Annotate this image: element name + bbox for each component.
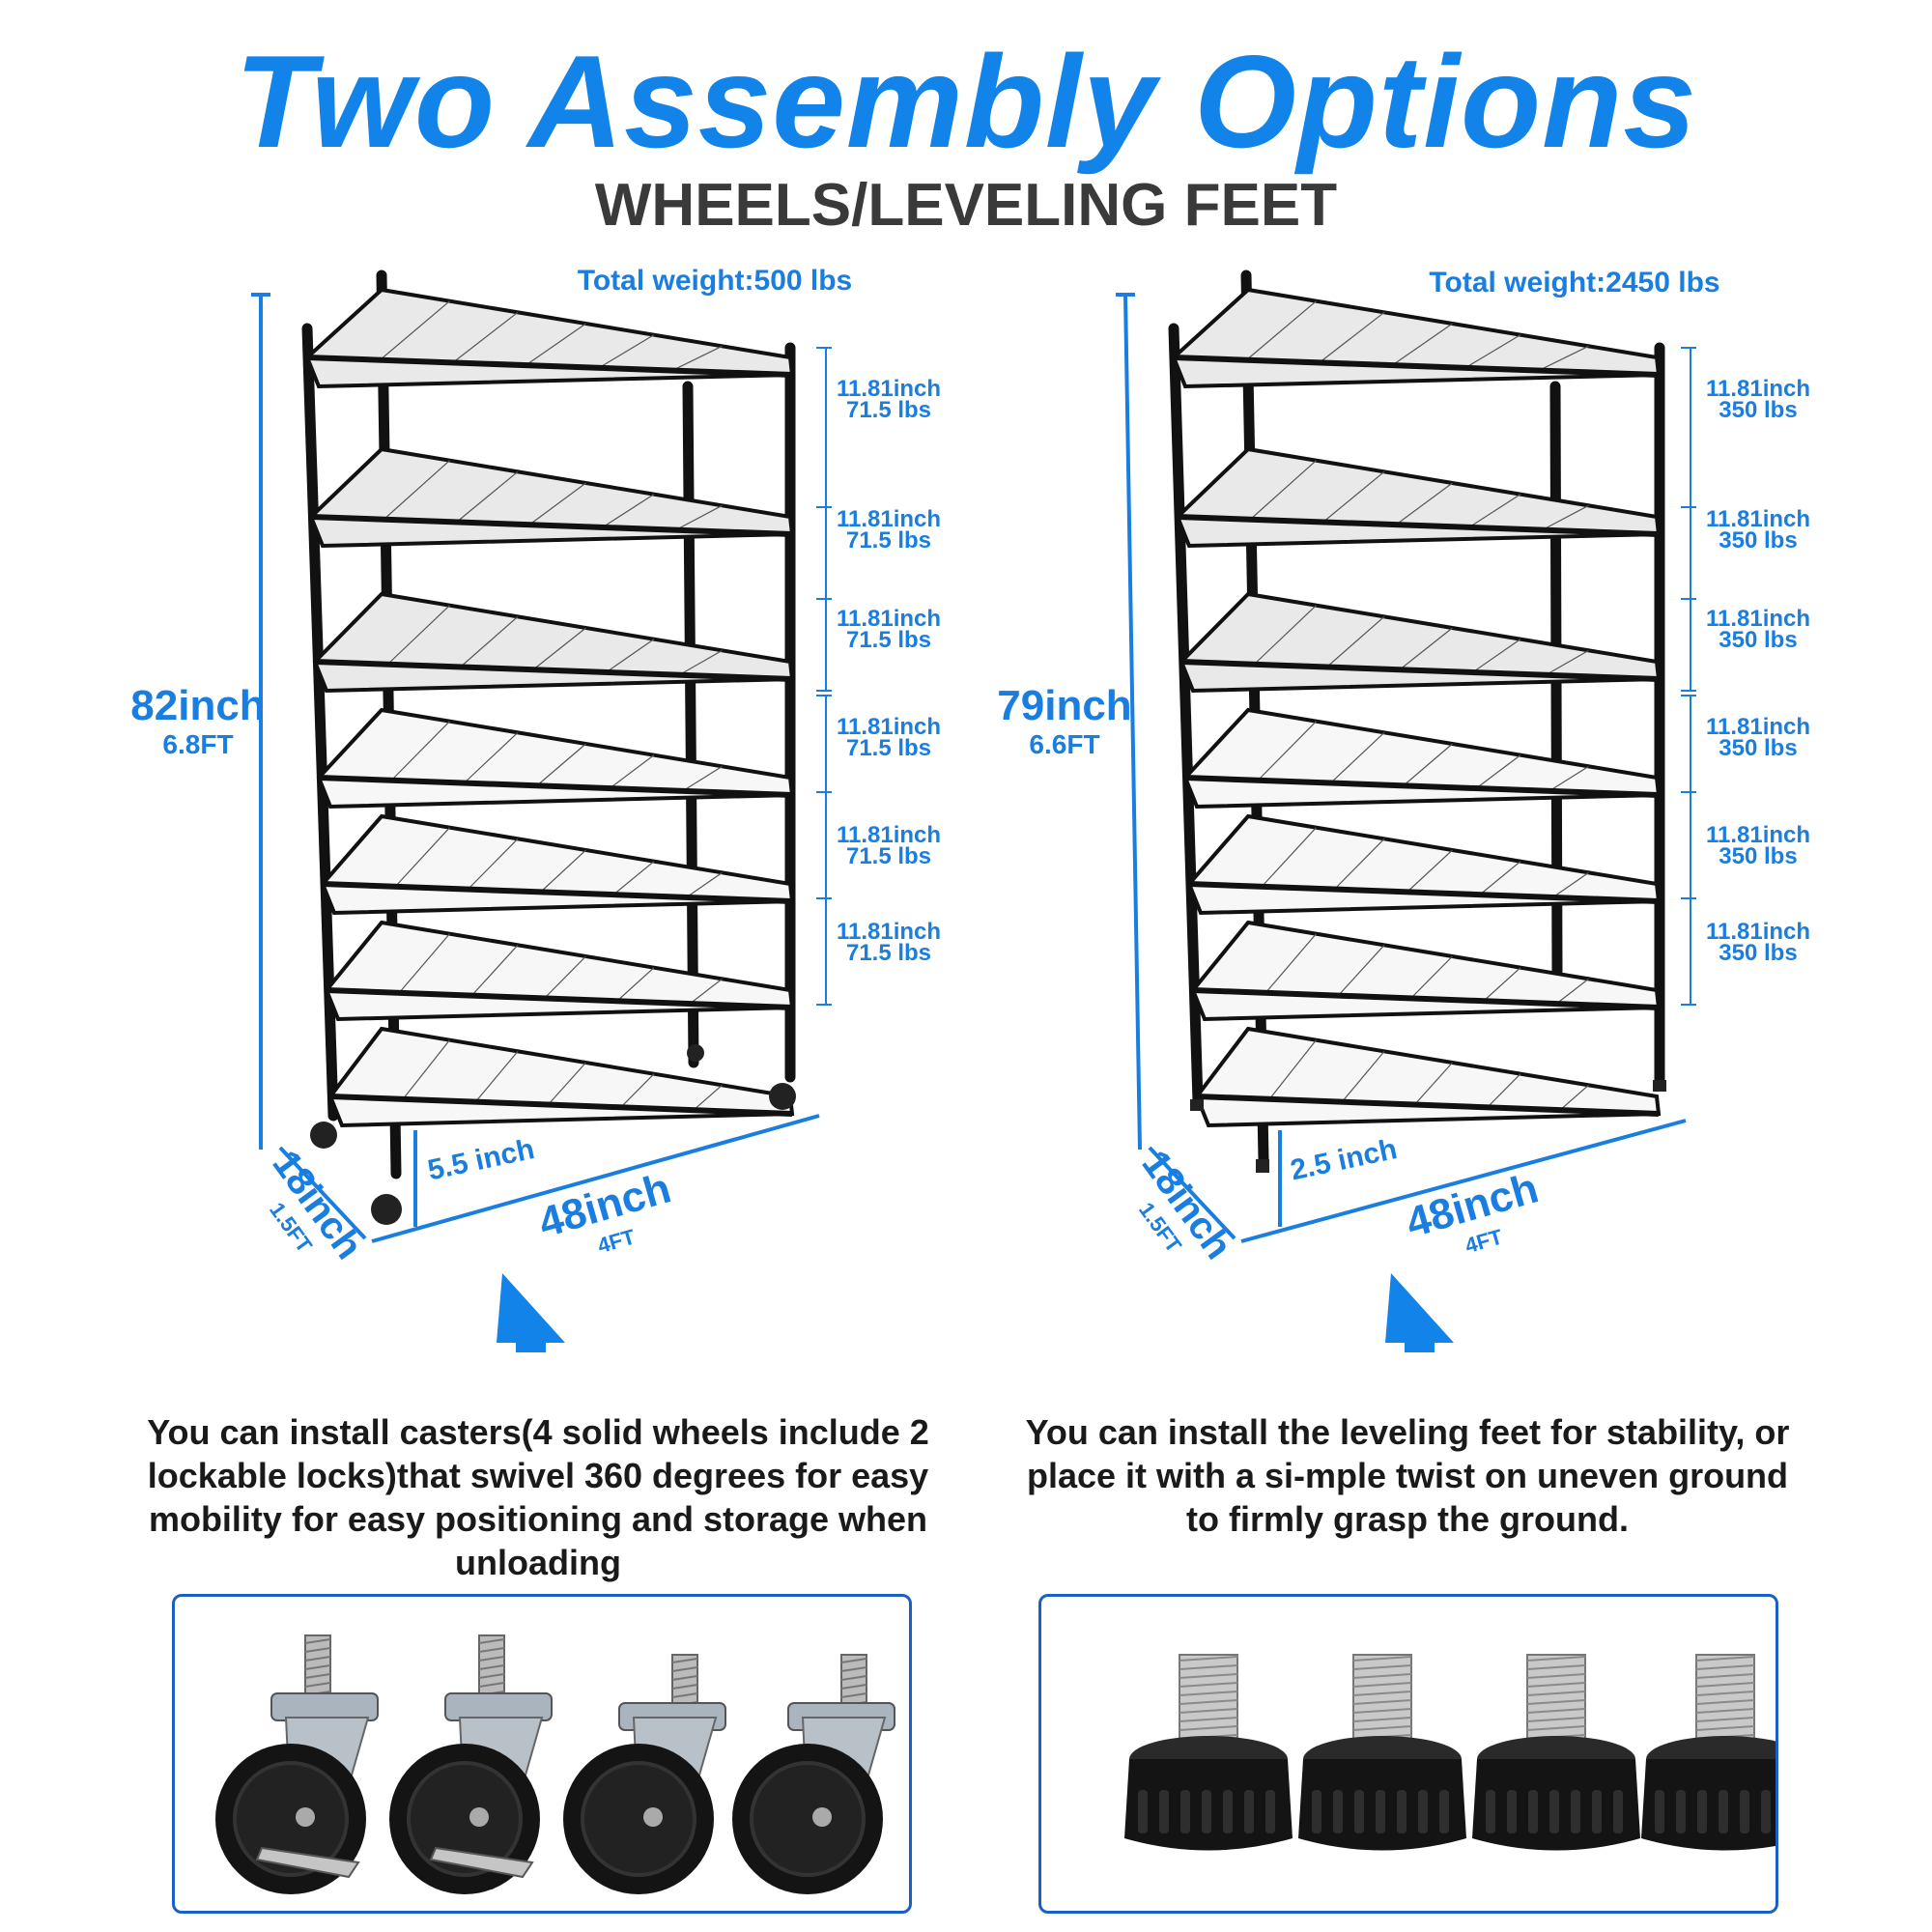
tier-load-label: 71.5 lbs [846, 735, 931, 761]
page-subtitle: WHEELS/LEVELING FEET [594, 172, 1338, 239]
leveling-foot-icon [1124, 1654, 1809, 1851]
casters-photo-panel [172, 1594, 912, 1914]
tier-load-label: 350 lbs [1719, 527, 1797, 554]
shelf-tiers [1171, 287, 1662, 1128]
tier-spacing-label: 11.81inch [837, 822, 941, 848]
tier-load-label: 71.5 lbs [846, 940, 931, 966]
caster-wheels [310, 1044, 796, 1225]
tier-load-label: 71.5 lbs [846, 397, 931, 423]
leveling-feet-description: You can install the leveling feet for st… [1025, 1412, 1790, 1539]
up-arrow-icon [497, 1273, 565, 1352]
total-weight-label: Total weight:2450 lbs [1429, 267, 1719, 298]
height-label: 82inch [130, 682, 265, 729]
tier-spacing-label: 11.81inch [1706, 822, 1810, 848]
total-weight-label: Total weight:500 lbs [578, 265, 853, 297]
tier-spacing-label: 11.81inch [837, 606, 941, 632]
tier-spacing-label: 11.81inch [1706, 376, 1810, 402]
height-dimension-line [1123, 294, 1142, 1151]
tier-spacing-label: 11.81inch [837, 714, 941, 740]
height-sub-label: 6.6FT [1029, 729, 1099, 759]
shelf-diagram-leveling-feet: 79inch 6.6FT Total weight:2450 lbs 11.81… [997, 267, 1810, 1352]
clearance-label: 2.5 inch [1288, 1133, 1400, 1187]
height-label: 79inch [997, 682, 1131, 729]
leveling-feet [1190, 1080, 1666, 1173]
tier-load-label: 350 lbs [1719, 843, 1797, 869]
page-title: Two Assembly Options [235, 28, 1697, 175]
tier-load-label: 71.5 lbs [846, 527, 931, 554]
tier-load-label: 71.5 lbs [846, 843, 931, 869]
shelf-tiers [304, 287, 795, 1128]
tier-spacing-label: 11.81inch [837, 376, 941, 402]
wheel-brake [429, 1846, 534, 1879]
tier-spacing-label: 11.81inch [1706, 714, 1810, 740]
clearance-label: 5.5 inch [425, 1133, 537, 1187]
tier-load-label: 350 lbs [1719, 940, 1797, 966]
casters-description: You can install casters(4 solid wheels i… [147, 1412, 929, 1582]
tier-spacing-label: 11.81inch [1706, 506, 1810, 532]
caster-wheel-icon [215, 1634, 895, 1894]
up-arrow-icon [1385, 1273, 1454, 1352]
height-sub-label: 6.8FT [162, 729, 233, 759]
tier-spacing-label: 11.81inch [837, 506, 941, 532]
wheel-brake [255, 1846, 360, 1879]
shelf-diagram-casters: 82inch 6.8FT Total weight:500 lbs 11.81i… [130, 265, 941, 1352]
tier-load-label: 350 lbs [1719, 735, 1797, 761]
tier-spacing-label: 11.81inch [837, 919, 941, 945]
tier-spacing-label: 11.81inch [1706, 919, 1810, 945]
tier-load-label: 350 lbs [1719, 397, 1797, 423]
tier-load-label: 350 lbs [1719, 627, 1797, 653]
leveling-feet-photo-panel [1038, 1594, 1809, 1914]
tier-spacing-label: 11.81inch [1706, 606, 1810, 632]
tier-load-label: 71.5 lbs [846, 627, 931, 653]
